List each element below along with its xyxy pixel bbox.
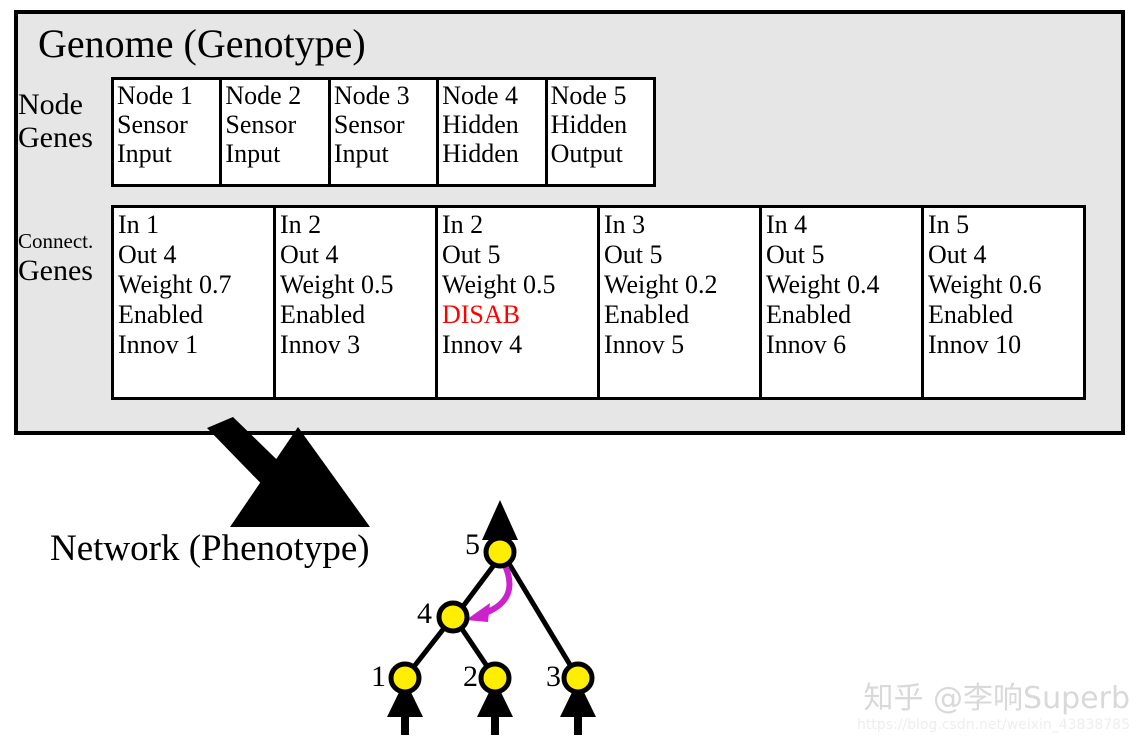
connection-gene-innov: Innov 5	[604, 330, 685, 359]
network-phenotype-label: Network (Phenotype)	[50, 528, 370, 569]
connection-gene-innov: Innov 1	[118, 330, 199, 359]
genome-title: Genome (Genotype)	[38, 21, 366, 66]
network-node-label-1: 1	[371, 660, 386, 693]
connection-gene-status: Enabled	[118, 300, 204, 329]
connection-gene-in: In 5	[928, 210, 970, 239]
connection-gene-weight: Weight 0.5	[442, 270, 556, 299]
node-gene-name: Node 2	[225, 81, 302, 110]
node-gene-name: Node 3	[333, 81, 410, 110]
connection-gene-cell: In 1 Out 4 Weight 0.7 Enabled Innov 1	[114, 208, 276, 397]
connection-gene-in: In 1	[118, 210, 160, 239]
connection-gene-innov: Innov 3	[280, 330, 361, 359]
connection-gene-innov: Innov 6	[766, 330, 847, 359]
input-arrow-shaft-2	[491, 707, 499, 735]
node-gene-type: Hidden	[442, 110, 519, 139]
node-gene-name: Node 1	[117, 81, 193, 110]
node-gene-type: Sensor	[333, 110, 405, 139]
connect-genes-label-line1: Connect.	[18, 229, 94, 253]
node-gene-cell: Node 1 Sensor Input	[114, 80, 223, 184]
connection-gene-out: Out 4	[118, 240, 177, 269]
genotype-to-phenotype-arrow-icon	[207, 417, 370, 527]
watermark-url: https://blog.csdn.net/weixin_43838785	[856, 717, 1130, 733]
network-node-1	[388, 661, 422, 695]
node-gene-role: Input	[117, 139, 172, 168]
connection-gene-weight: Weight 0.4	[766, 270, 880, 299]
connection-gene-out: Out 4	[928, 240, 987, 269]
connect-genes-label-line2: Genes	[18, 254, 93, 287]
watermark-author: 知乎 @李响Superb	[863, 681, 1130, 716]
connection-gene-status: Enabled	[928, 300, 1014, 329]
input-arrow-shaft-1	[401, 707, 409, 735]
connection-gene-status: Enabled	[280, 300, 366, 329]
node-gene-role: Input	[333, 139, 389, 168]
node-gene-cell: Node 5 Hidden Output	[547, 80, 654, 184]
network-phenotype-graph	[387, 500, 596, 735]
connection-genes-table: In 1 Out 4 Weight 0.7 Enabled Innov 1 In…	[111, 205, 1086, 400]
input-arrow-head-1-icon	[387, 680, 423, 717]
edge-3-to-5	[502, 555, 581, 680]
node-genes-label-line1: Node	[18, 88, 83, 121]
connection-gene-cell: In 2 Out 4 Weight 0.5 Enabled Innov 3	[276, 208, 438, 397]
connection-gene-status: Enabled	[604, 300, 690, 329]
connection-gene-in: In 2	[280, 210, 322, 239]
connection-gene-status: DISAB	[442, 300, 521, 329]
connection-gene-weight: Weight 0.7	[118, 270, 232, 299]
network-node-2	[478, 661, 512, 695]
node-gene-cell: Node 2 Sensor Input	[222, 80, 331, 184]
node-gene-role: Hidden	[442, 139, 519, 168]
network-node-4	[436, 600, 470, 634]
network-node-label-2: 2	[463, 660, 478, 693]
connection-gene-out: Out 4	[280, 240, 339, 269]
network-node-5	[483, 535, 517, 569]
connection-gene-in: In 4	[766, 210, 808, 239]
connection-gene-out: Out 5	[442, 240, 501, 269]
connect-genes-row-label: Connect. Genes	[18, 228, 93, 287]
node-gene-role: Input	[225, 139, 281, 168]
node-genes-label-line2: Genes	[18, 121, 93, 154]
output-arrow-head-icon	[482, 500, 518, 540]
connection-gene-weight: Weight 0.6	[928, 270, 1042, 299]
connection-gene-cell: In 2 Out 5 Weight 0.5 DISAB Innov 4	[438, 208, 600, 397]
node-gene-name: Node 5	[550, 81, 627, 110]
connection-gene-cell: In 4 Out 5 Weight 0.4 Enabled Innov 6	[762, 208, 924, 397]
connection-gene-innov: Innov 10	[928, 330, 1022, 359]
node-gene-type: Sensor	[117, 110, 188, 139]
connection-gene-weight: Weight 0.5	[280, 270, 394, 299]
connection-gene-innov: Innov 4	[442, 330, 523, 359]
input-arrow-shaft-3	[574, 707, 582, 735]
node-gene-type: Hidden	[550, 110, 628, 139]
recurrent-arrow-head-icon	[466, 603, 490, 622]
network-node-label-4: 4	[417, 597, 432, 630]
node-gene-type: Sensor	[225, 110, 297, 139]
connection-gene-cell: In 5 Out 4 Weight 0.6 Enabled Innov 10	[924, 208, 1083, 397]
node-gene-cell: Node 4 Hidden Hidden	[439, 80, 548, 184]
connection-gene-in: In 2	[442, 210, 484, 239]
connection-gene-weight: Weight 0.2	[604, 270, 718, 299]
connection-gene-status: Enabled	[766, 300, 852, 329]
node-gene-cell: Node 3 Sensor Input	[330, 80, 440, 184]
input-arrow-head-2-icon	[477, 680, 513, 717]
connection-gene-in: In 3	[604, 210, 646, 239]
network-node-3	[561, 661, 595, 695]
connection-gene-cell: In 3 Out 5 Weight 0.2 Enabled Innov 5	[600, 208, 762, 397]
recurrent-connection-curve	[478, 559, 513, 618]
network-node-label-3: 3	[546, 660, 561, 693]
node-genes-row-label: Node Genes	[18, 88, 93, 154]
node-genes-table: Node 1 Sensor Input Node 2 Sensor Input …	[111, 77, 656, 187]
network-node-label-5: 5	[465, 528, 480, 561]
connection-gene-out: Out 5	[604, 240, 663, 269]
input-arrow-head-3-icon	[560, 680, 596, 717]
node-gene-role: Output	[550, 139, 623, 168]
watermark: 知乎 @李响Superb https://blog.csdn.net/weixi…	[795, 682, 1130, 734]
node-gene-name: Node 4	[442, 81, 519, 110]
connection-gene-out: Out 5	[766, 240, 825, 269]
